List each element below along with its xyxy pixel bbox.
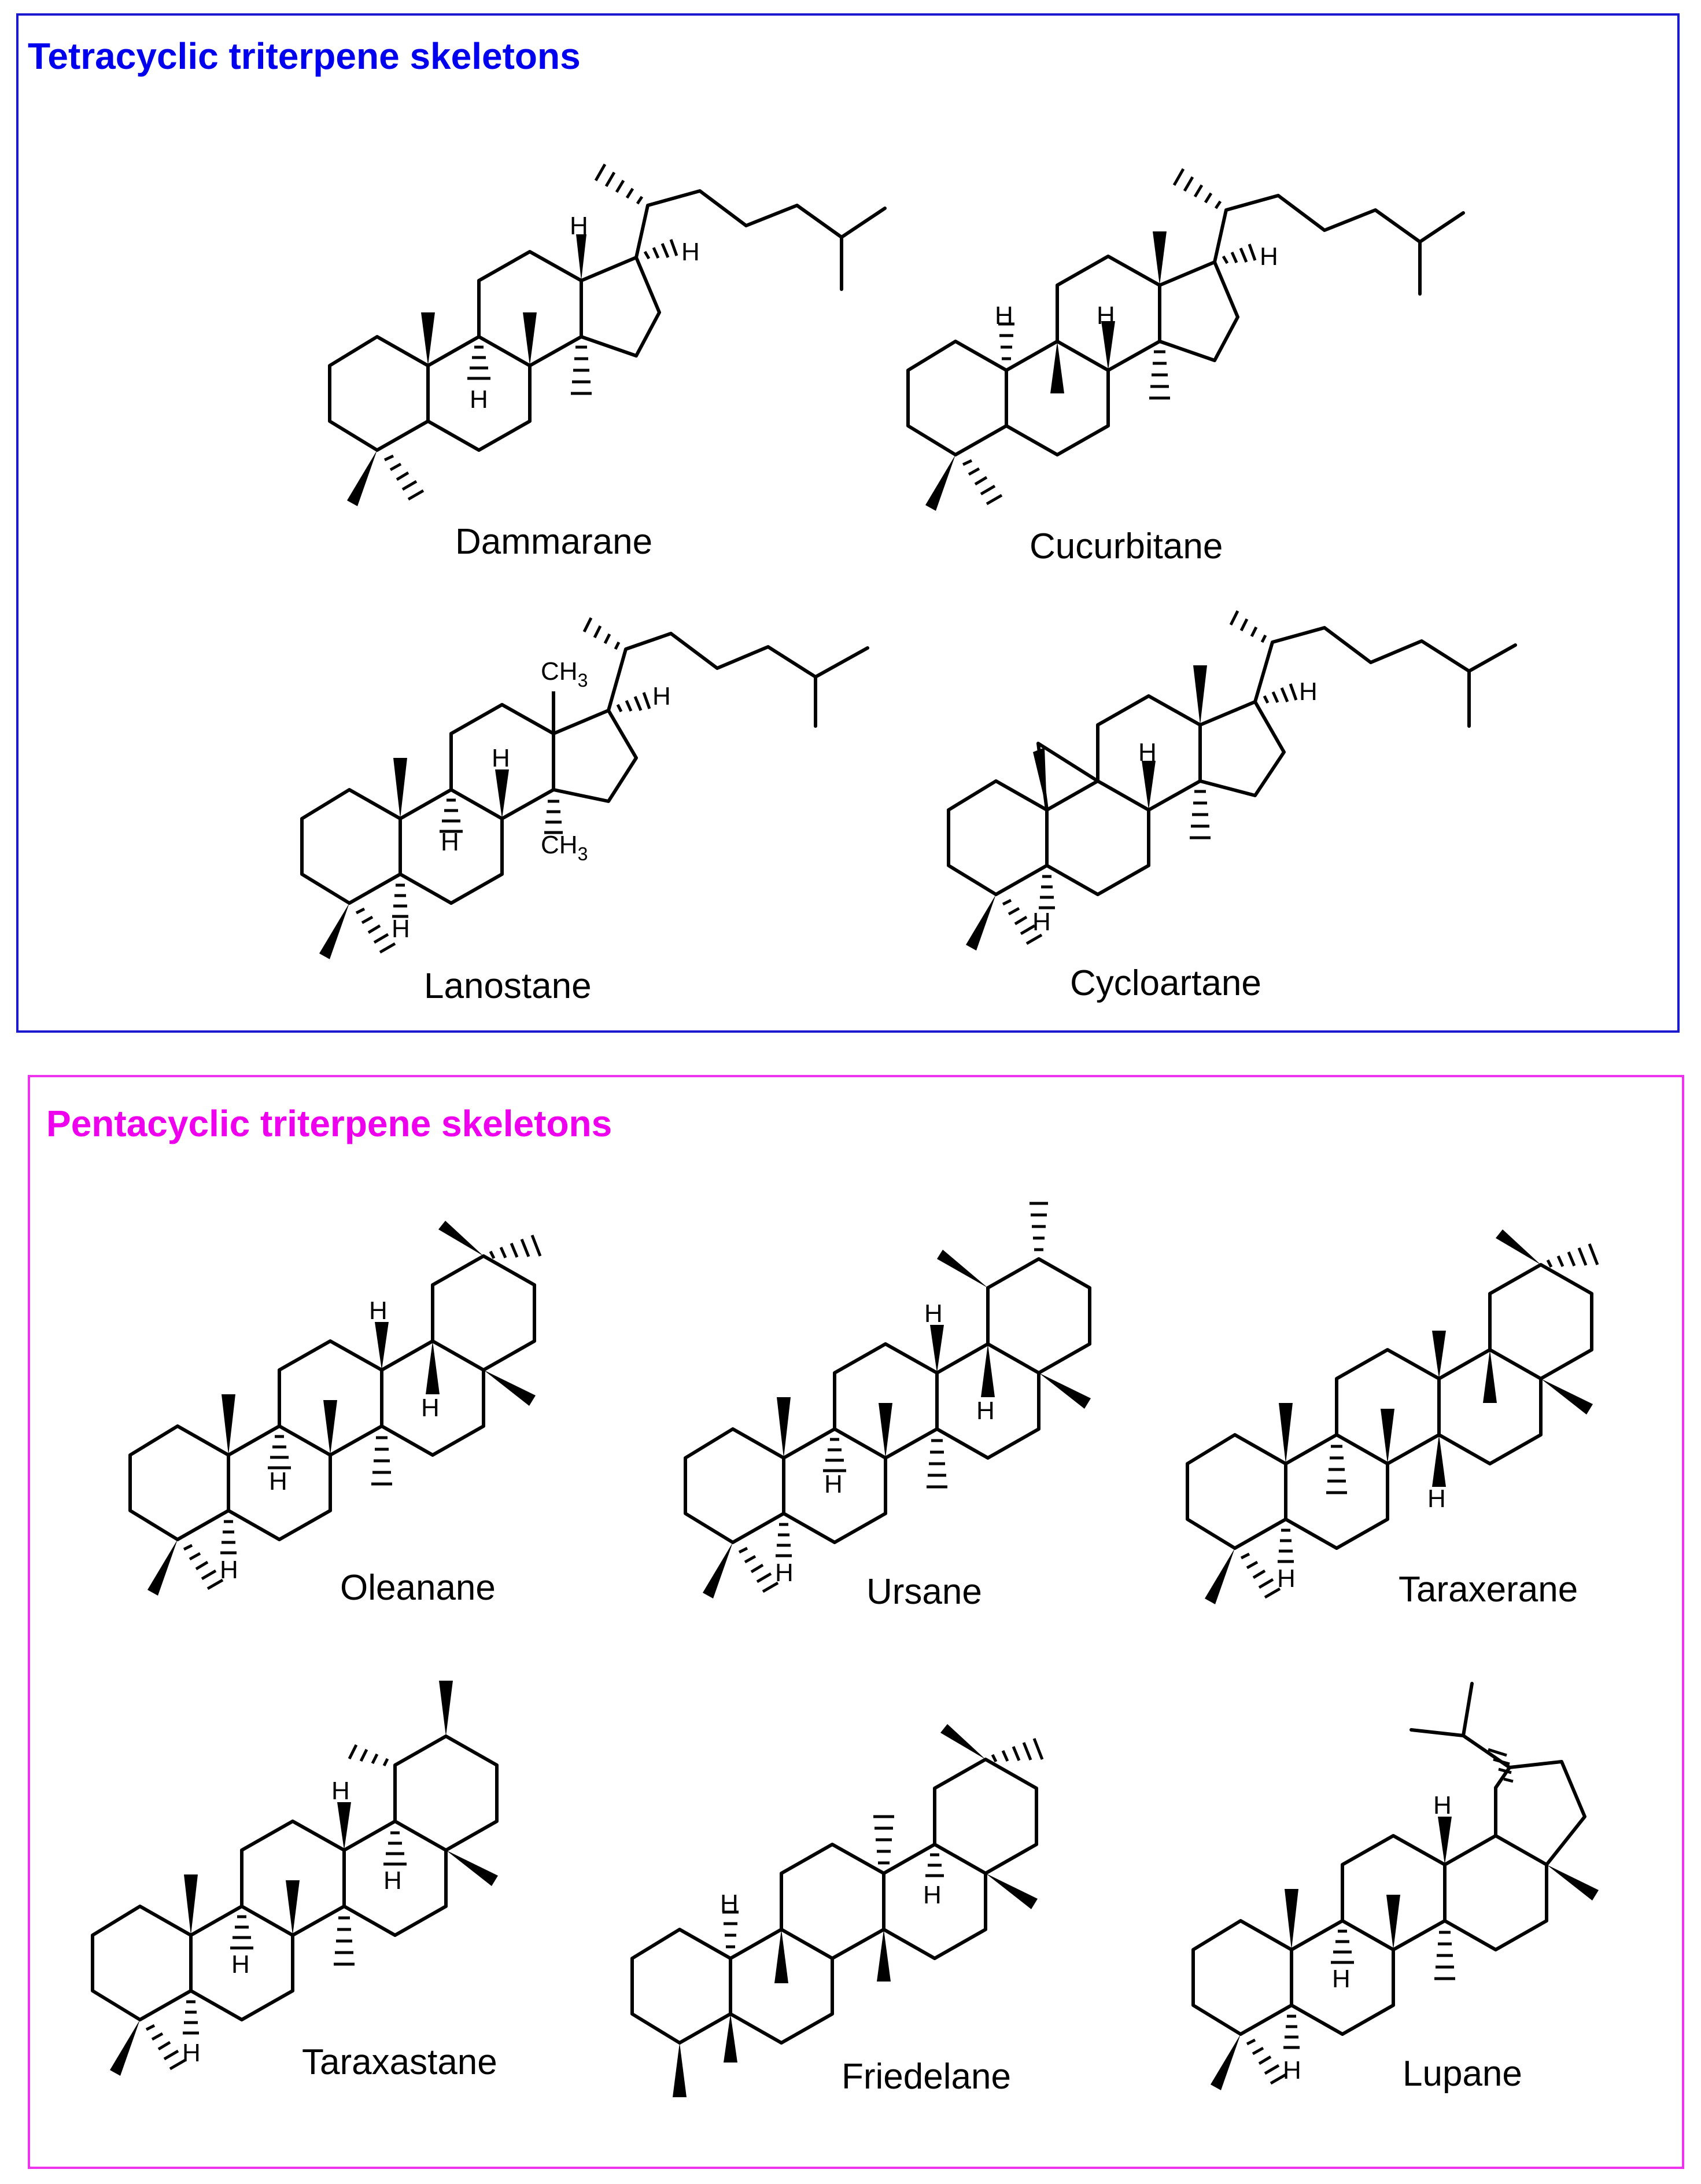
atom-label-h: H [470, 385, 488, 414]
structure-taraxerane [1186, 1263, 1593, 1550]
atom-label-h: H [383, 1866, 402, 1895]
atom-label-h: H [220, 1556, 238, 1584]
compound-name-ursane: Ursane [866, 1572, 982, 1612]
atom-label-h: H [441, 828, 459, 856]
atom-label-h: H [421, 1394, 440, 1422]
compound-name-oleanane: Oleanane [340, 1568, 496, 1608]
structure-ursane [684, 1257, 1091, 1544]
taraxastane-stereo [110, 1681, 498, 2076]
structure-lanostane [300, 632, 869, 905]
structure-taraxastane [91, 1734, 499, 2021]
lupane-stereo [1211, 1817, 1599, 2090]
atom-label-h: H [1260, 242, 1278, 271]
atom-label-h: H [392, 915, 410, 943]
atom-label-h: H [1427, 1485, 1446, 1513]
atom-label-ch3: CH3 [541, 657, 588, 691]
atom-label-h: H [1433, 1791, 1452, 1820]
atom-label-h: H [720, 1890, 739, 1918]
atom-label-h: H [1283, 2056, 1301, 2084]
friedelane-hash [722, 1738, 1044, 1949]
lanostane-hash [355, 617, 651, 954]
taraxerane-stereo [1205, 1229, 1593, 1604]
structure-cycloartane [947, 626, 1517, 896]
compound-name-taraxastane: Taraxastane [302, 2042, 497, 2082]
dammarane-stereo [347, 234, 586, 506]
lanostane-stereo [319, 758, 509, 959]
atom-label-h: H [570, 212, 588, 240]
structure-lupane [1191, 1682, 1586, 2036]
dammarane-hash [383, 163, 678, 501]
oleanane-h-labels: H H H H [220, 1297, 440, 1584]
lupane-h-labels: H H H [1283, 1791, 1452, 2084]
atom-label-h: H [331, 1777, 350, 1805]
compound-name-lupane: Lupane [1403, 2054, 1522, 2094]
friedelane-stereo [673, 1724, 1038, 2097]
atom-label-h: H [1138, 738, 1157, 767]
atom-label-h: H [1299, 677, 1318, 706]
atom-label-h: H [369, 1297, 388, 1325]
oleanane-stereo [147, 1221, 536, 1596]
taraxastane-h-labels: H H H H [182, 1777, 402, 2067]
atom-label-h: H [1097, 301, 1115, 330]
compound-name-cucurbitane: Cucurbitane [1030, 526, 1223, 566]
atom-label-h: H [976, 1397, 995, 1425]
pentacyclic-panel-frame [28, 1075, 1684, 2169]
atom-label-h: H [269, 1467, 287, 1496]
compound-name-lanostane: Lanostane [424, 966, 592, 1006]
pentacyclic-panel-title: Pentacyclic triterpene skeletons [46, 1103, 612, 1144]
atom-label-h: H [1032, 908, 1051, 936]
taraxerane-h-labels: H H [1277, 1485, 1446, 1593]
atom-label-h: H [681, 238, 700, 266]
cucurbitane-stereo [925, 231, 1167, 511]
oleanane-hash [183, 1235, 542, 1590]
compound-name-taraxerane: Taraxerane [1399, 1570, 1578, 1610]
lanostane-labels: CH3 CH3 H H H H [392, 657, 671, 943]
atom-label-h: H [231, 1950, 250, 1979]
atom-label-h: H [924, 1299, 943, 1328]
compound-name-cycloartane: Cycloartane [1070, 963, 1261, 1003]
atom-label-h: H [923, 1881, 942, 1909]
lupane-hash [1246, 1748, 1514, 2085]
cycloartane-hash [1002, 610, 1298, 945]
cucurbitane-h-labels: H H H [995, 242, 1278, 330]
atom-label-h: H [1277, 1564, 1296, 1593]
compound-name-dammarane: Dammarane [455, 522, 652, 562]
atom-label-ch3: CH3 [541, 831, 588, 864]
ursane-h-labels: H H H H [775, 1299, 995, 1587]
structure-dammarane [328, 189, 887, 452]
atom-label-h: H [775, 1559, 794, 1587]
tetracyclic-panel-frame [16, 13, 1680, 1033]
cucurbitane-hash [962, 168, 1257, 506]
friedelane-h-labels: H H [720, 1881, 942, 1918]
structure-friedelane [630, 1758, 1038, 2045]
atom-label-h: H [492, 744, 510, 772]
atom-label-h: H [652, 682, 671, 710]
atom-label-h: H [824, 1470, 843, 1498]
atom-label-h: H [995, 301, 1013, 330]
compound-name-friedelane: Friedelane [842, 2057, 1011, 2097]
tetracyclic-panel-title: Tetracyclic triterpene skeletons [28, 35, 581, 77]
cycloartane-h-labels: H H H [1032, 677, 1318, 936]
structure-oleanane [128, 1254, 536, 1541]
ursane-stereo [703, 1250, 1091, 1599]
atom-label-h: H [182, 2039, 201, 2067]
taraxerane-hash [1240, 1243, 1599, 1599]
dammarane-h-labels: H H H [470, 212, 700, 414]
ursane-hash [738, 1202, 1048, 1593]
taraxastane-hash [145, 1744, 407, 2071]
cycloartane-stereo [966, 665, 1207, 951]
structure-cucurbitane [906, 194, 1465, 456]
atom-label-h: H [1332, 1965, 1351, 1993]
